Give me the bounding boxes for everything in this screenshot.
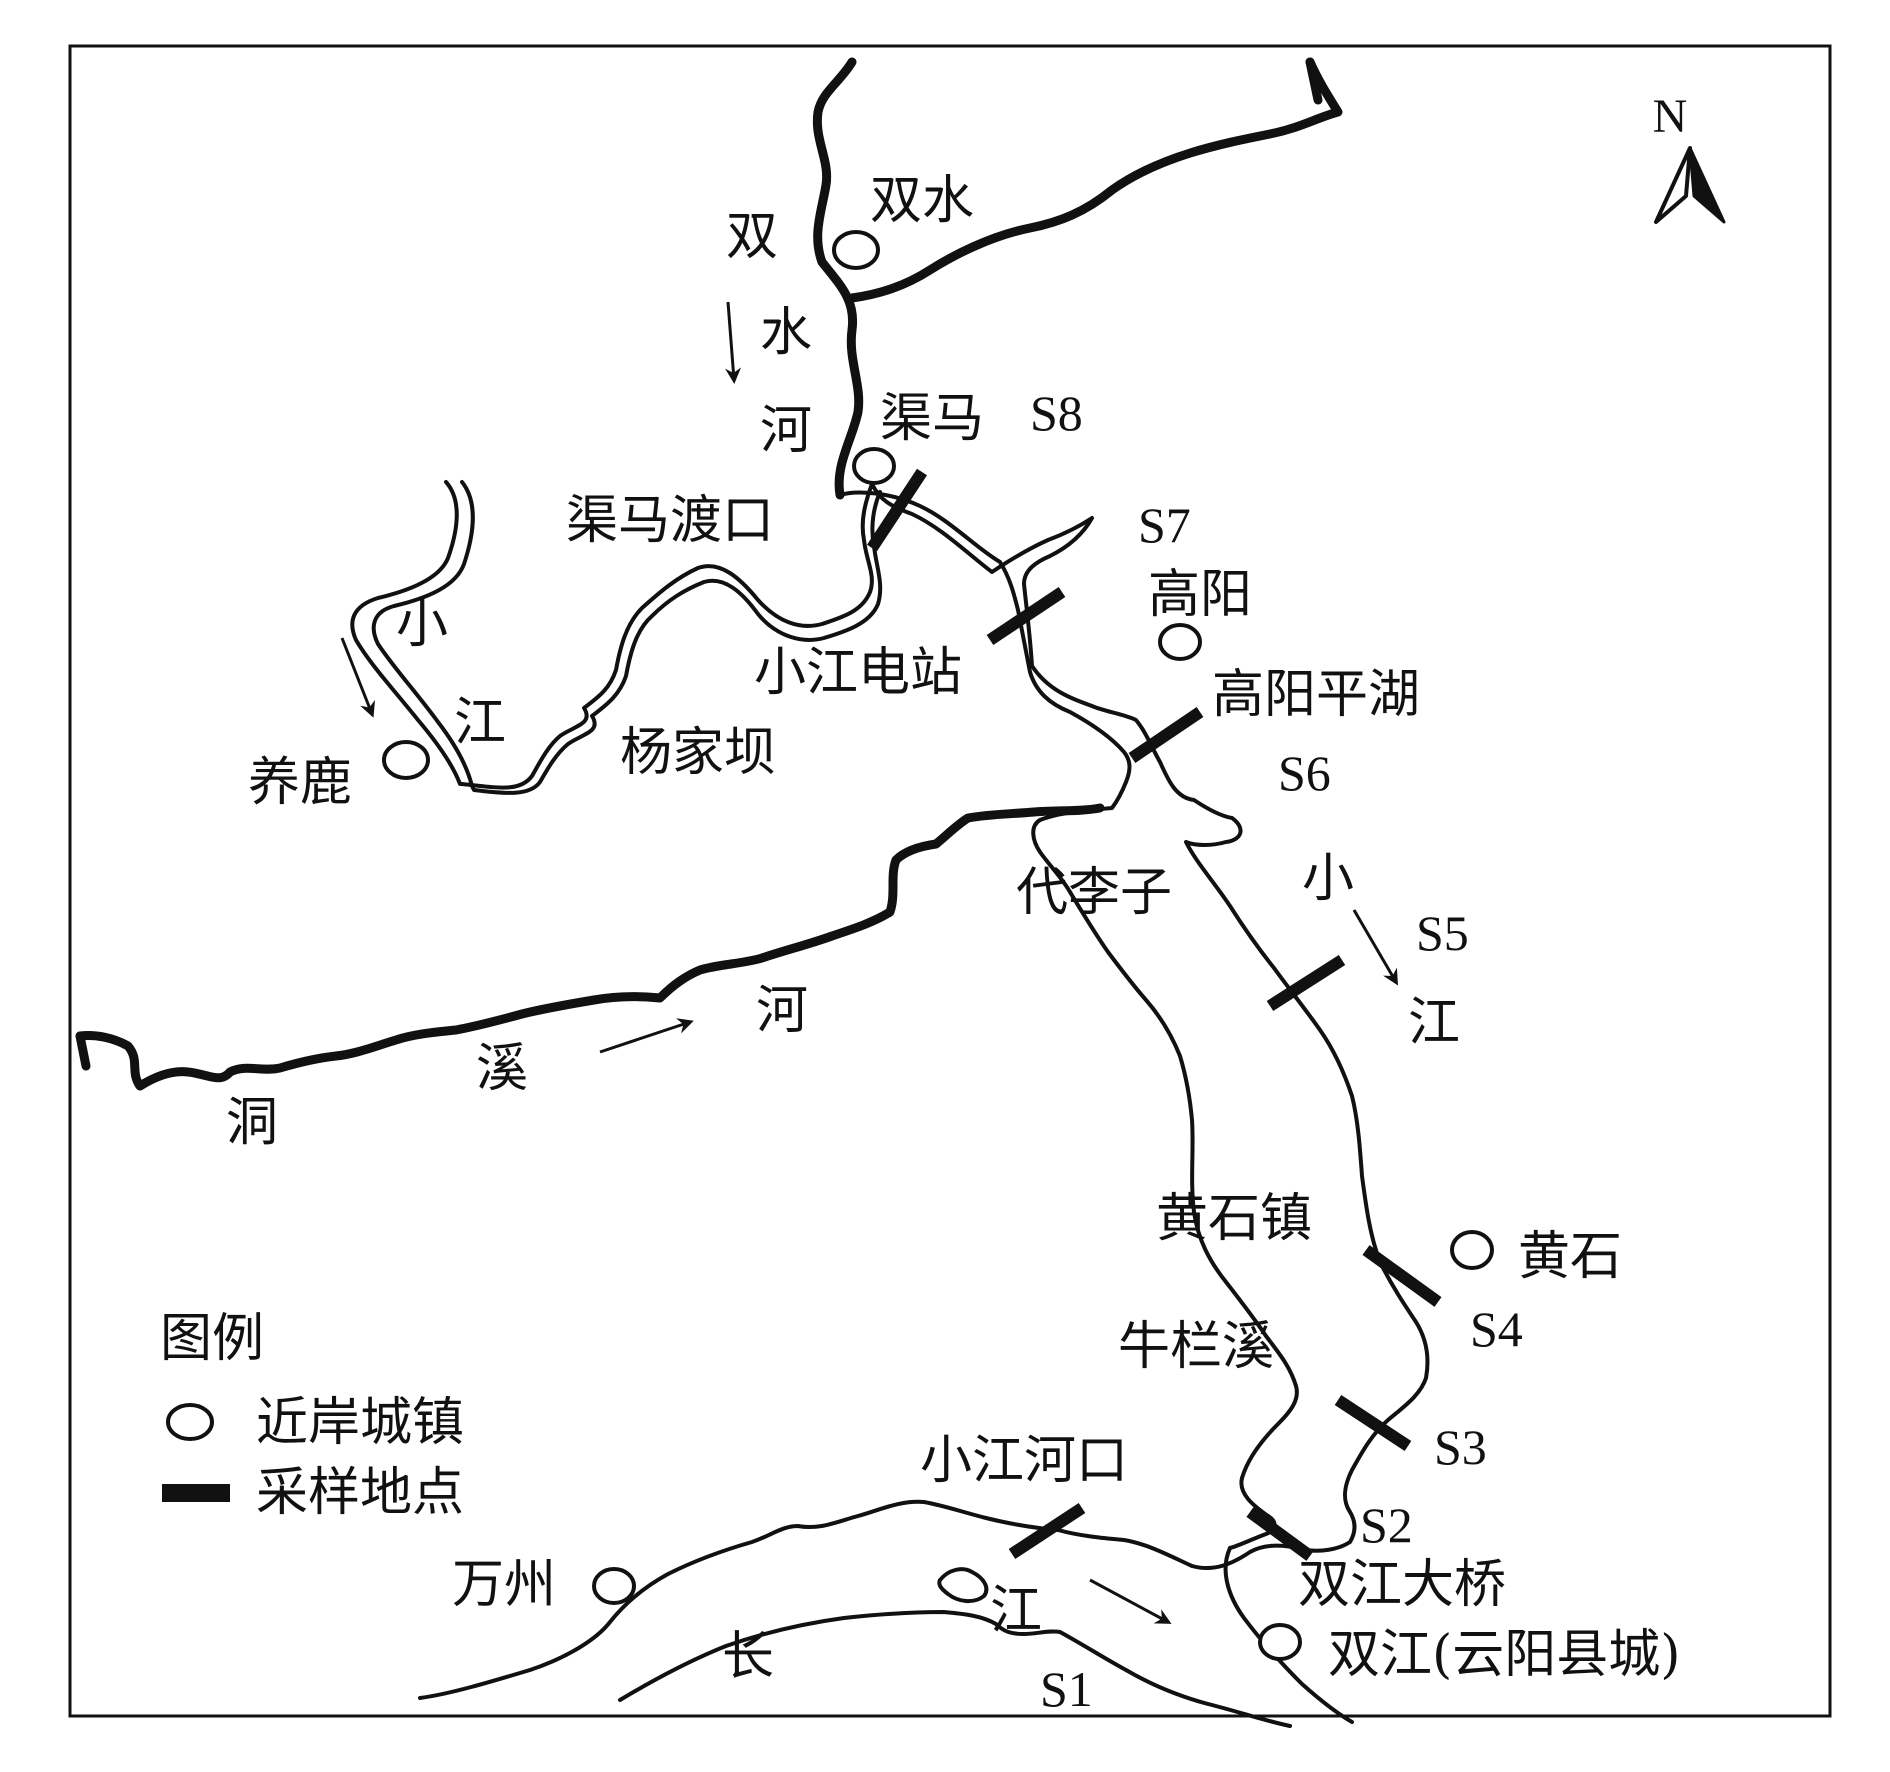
sampling-site-marker-S7: [986, 587, 1066, 645]
flow-arrow-xiaojiang-lower: [1352, 909, 1399, 986]
place-label-yangjiaba: 杨家坝: [620, 723, 776, 783]
site-label-S7: S7: [1138, 497, 1191, 553]
town-marker-shuangshui: [832, 230, 880, 270]
town-label-quma: 渠马: [880, 389, 984, 449]
sampling-site-marker-S2: [1246, 1507, 1314, 1561]
river-xiaojiang-upper-bank-a: [350, 480, 874, 790]
flow-arrow-xiaojiang-upper: [340, 637, 376, 718]
river-xiaojiang-bank-west: [838, 490, 1299, 1550]
river-label-xiaojiang-upper-2: 江: [454, 693, 506, 753]
river-label-xiaojiang-lower-2: 江: [1408, 993, 1460, 1053]
river-label-shuangshui-1: 双: [726, 207, 778, 267]
flow-arrow-changjiang: [1089, 1578, 1172, 1624]
sampling-site-marker-S1: [1008, 1502, 1086, 1560]
river-changjiang-bank-south: [618, 1610, 1292, 1728]
place-label-shuangjiangdaqiao: 双江大桥: [1298, 1555, 1506, 1615]
place-label-niulanxi: 牛栏溪: [1118, 1317, 1274, 1377]
sampling-site-marker-S3: [1334, 1394, 1412, 1452]
river-changjiang-bank-north: [418, 1499, 1308, 1700]
place-label-dailizi: 代李子: [1016, 863, 1172, 923]
town-label-gaoyang: 高阳: [1148, 565, 1252, 625]
town-label-yanglu: 养鹿: [248, 753, 352, 813]
place-label-qumadukou: 渠马渡口: [566, 491, 774, 551]
map-frame: [68, 44, 1832, 1718]
river-label-shuangshui-3: 河: [760, 401, 812, 461]
site-label-S8: S8: [1030, 385, 1083, 441]
town-label-huangshi: 黄石: [1518, 1227, 1622, 1287]
legend: 图例 近岸城镇 采样地点: [160, 1309, 464, 1523]
flow-arrow-dongxi: [599, 1018, 694, 1054]
river-label-shuangshui-2: 水: [760, 303, 812, 363]
river-label-changjiang-1: 长: [722, 1627, 774, 1687]
river-shuangshui: [812, 57, 864, 500]
sampling-site-marker-S6: [1128, 707, 1204, 763]
legend-label-site: 采样地点: [256, 1463, 464, 1523]
place-label-xiaojianghekou: 小江河口: [920, 1431, 1128, 1491]
town-label-shuangjiang: 双江(云阳县城): [1328, 1625, 1681, 1685]
town-marker-wanzhou: [592, 1567, 636, 1605]
town-marker-shuangjiang: [1258, 1623, 1302, 1661]
site-label-S3: S3: [1434, 1419, 1487, 1475]
town-marker-huangshi: [1450, 1230, 1494, 1270]
town-marker-gaoyang: [1158, 623, 1202, 661]
site-label-S2: S2: [1360, 1497, 1413, 1553]
river-label-dongxi-2: 溪: [476, 1039, 528, 1099]
town-marker-quma: [852, 447, 896, 485]
legend-label-town: 近岸城镇: [256, 1393, 464, 1453]
town-label-wanzhou: 万州: [452, 1555, 556, 1615]
river-label-xiaojiang-lower-1: 小: [1302, 849, 1354, 909]
legend-title: 图例: [160, 1309, 264, 1369]
site-label-S5: S5: [1416, 905, 1469, 961]
legend-circle-icon: [166, 1403, 214, 1441]
north-arrow-icon: [1688, 146, 1726, 224]
place-label-huangshizhen: 黄石镇: [1156, 1189, 1312, 1249]
river-xiaojiang-bank-east: [870, 482, 1430, 1553]
legend-bar-icon: [162, 1484, 230, 1502]
site-label-S6: S6: [1278, 745, 1331, 801]
place-label-gaoyangpinghu: 高阳平湖: [1212, 665, 1420, 725]
river-northeast: [847, 57, 1343, 303]
svg-text:N: N: [1653, 90, 1688, 143]
town-label-shuangshui: 双水: [870, 171, 974, 231]
site-label-S4: S4: [1470, 1301, 1523, 1357]
town-marker-yanglu: [382, 740, 430, 780]
river-label-xiaojiang-upper-1: 小: [396, 595, 448, 655]
site-label-S1: S1: [1040, 1661, 1093, 1717]
river-label-dongxi-1: 洞: [226, 1093, 278, 1153]
river-label-changjiang-2: 江: [990, 1581, 1042, 1641]
river-dongxi: [75, 803, 1105, 1091]
north-arrow: N: [1653, 90, 1726, 224]
sampling-site-marker-S4: [1362, 1245, 1442, 1307]
sampling-site-marker-S8: [866, 468, 928, 552]
river-xiaojiang-upper-bank-b: [371, 480, 883, 795]
flow-arrow-shuangshui: [725, 301, 742, 384]
sampling-site-marker-S5: [1266, 954, 1346, 1012]
river-label-dongxi-3: 河: [756, 981, 808, 1041]
place-label-xiaojiangdianzhan: 小江电站: [754, 643, 962, 703]
